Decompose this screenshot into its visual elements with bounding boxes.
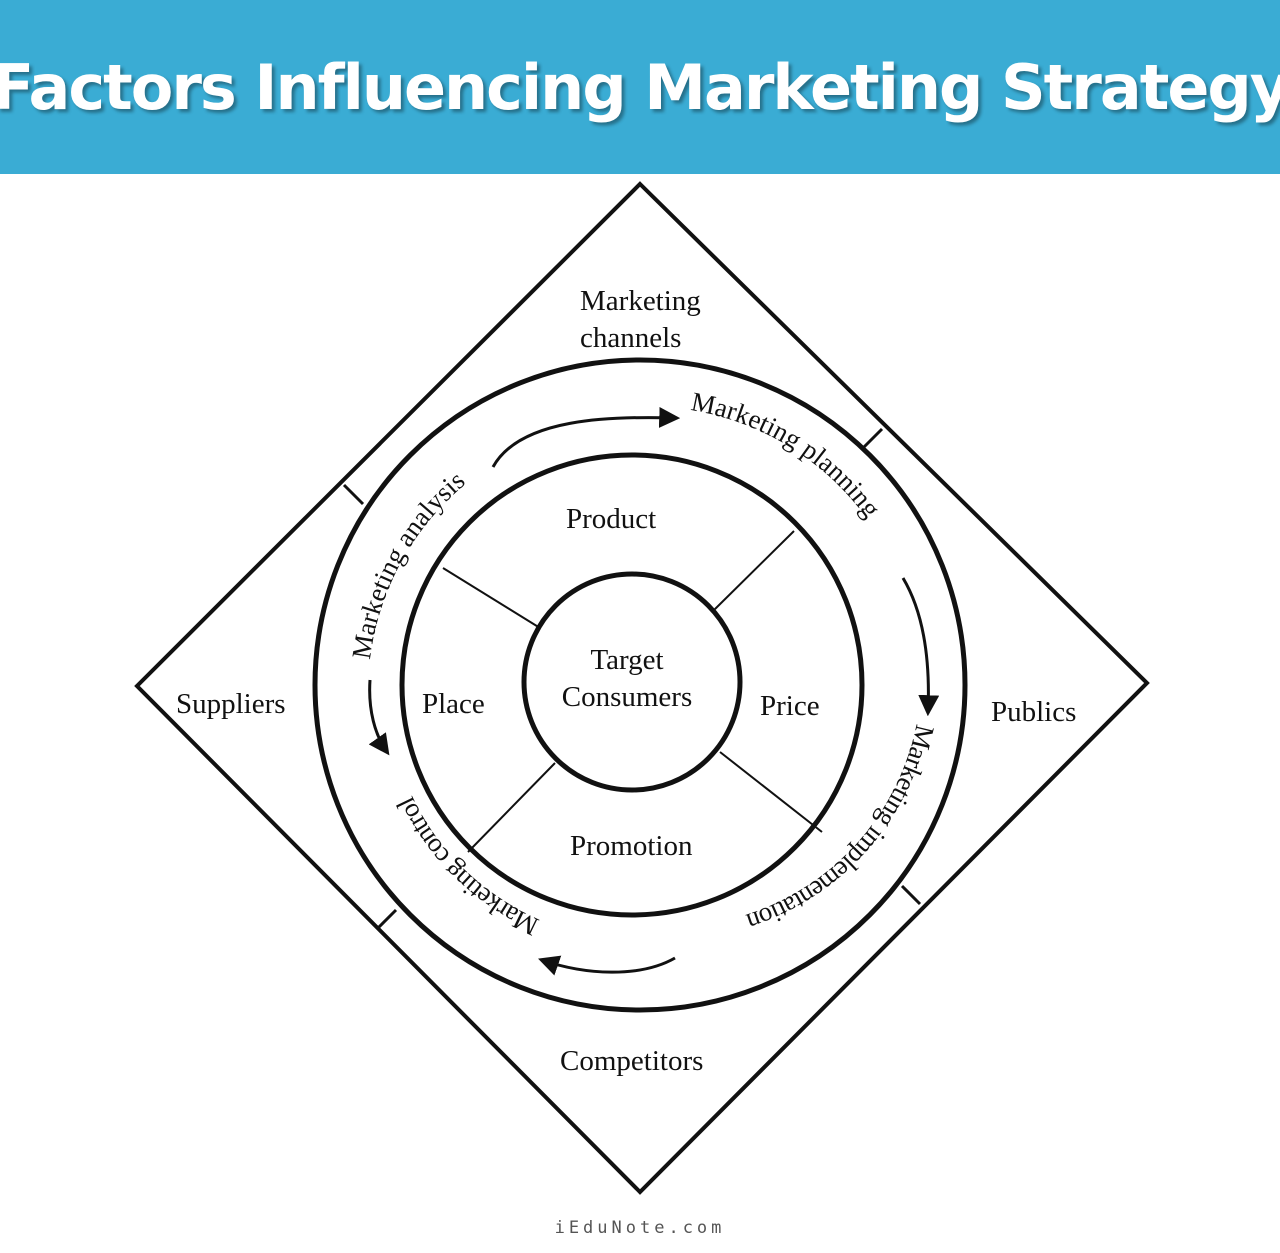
diamond-tick-bottom-right <box>900 884 922 906</box>
label-suppliers: Suppliers <box>176 688 286 720</box>
footer-watermark: iEduNote.com <box>554 1218 726 1238</box>
marketing-strategy-diagram: Marketing analysis Marketing planning Ma… <box>134 181 1150 1195</box>
label-marketing-implementation: Marketing implementation <box>743 722 940 938</box>
marketing-mix-ring <box>399 452 865 918</box>
arrow-planning-to-implementation <box>901 577 940 717</box>
label-product: Product <box>566 503 656 535</box>
label-target: Target <box>590 644 663 676</box>
label-competitors: Competitors <box>560 1045 703 1077</box>
divider-top-left <box>442 567 541 629</box>
page-title: Factors Influencing Marketing Strategy <box>0 50 1280 124</box>
arrow-implementation-to-control <box>538 955 676 976</box>
divider-top-right <box>711 530 795 613</box>
diamond-tick-top-left <box>342 483 365 506</box>
label-price: Price <box>760 690 820 722</box>
header-banner: Factors Influencing Marketing Strategy <box>0 0 1280 174</box>
label-place: Place <box>422 688 485 720</box>
label-promotion: Promotion <box>570 830 693 862</box>
divider-bottom-right <box>719 751 823 833</box>
label-consumers: Consumers <box>562 681 693 713</box>
label-marketing-channels-line2: channels <box>580 322 681 354</box>
diamond-tick-bottom-left <box>376 908 398 930</box>
environment-diamond <box>134 181 1150 1195</box>
label-marketing-planning: Marketing planning <box>689 386 887 523</box>
label-publics: Publics <box>991 696 1076 728</box>
arrow-control-to-analysis <box>368 679 390 756</box>
diamond-tick-top-right <box>862 427 884 449</box>
divider-bottom-left <box>467 762 556 853</box>
outer-process-ring <box>312 357 968 1013</box>
arrow-analysis-to-planning <box>491 406 681 468</box>
target-consumers-circle <box>521 571 743 793</box>
label-marketing-channels-line1: Marketing <box>580 285 701 317</box>
